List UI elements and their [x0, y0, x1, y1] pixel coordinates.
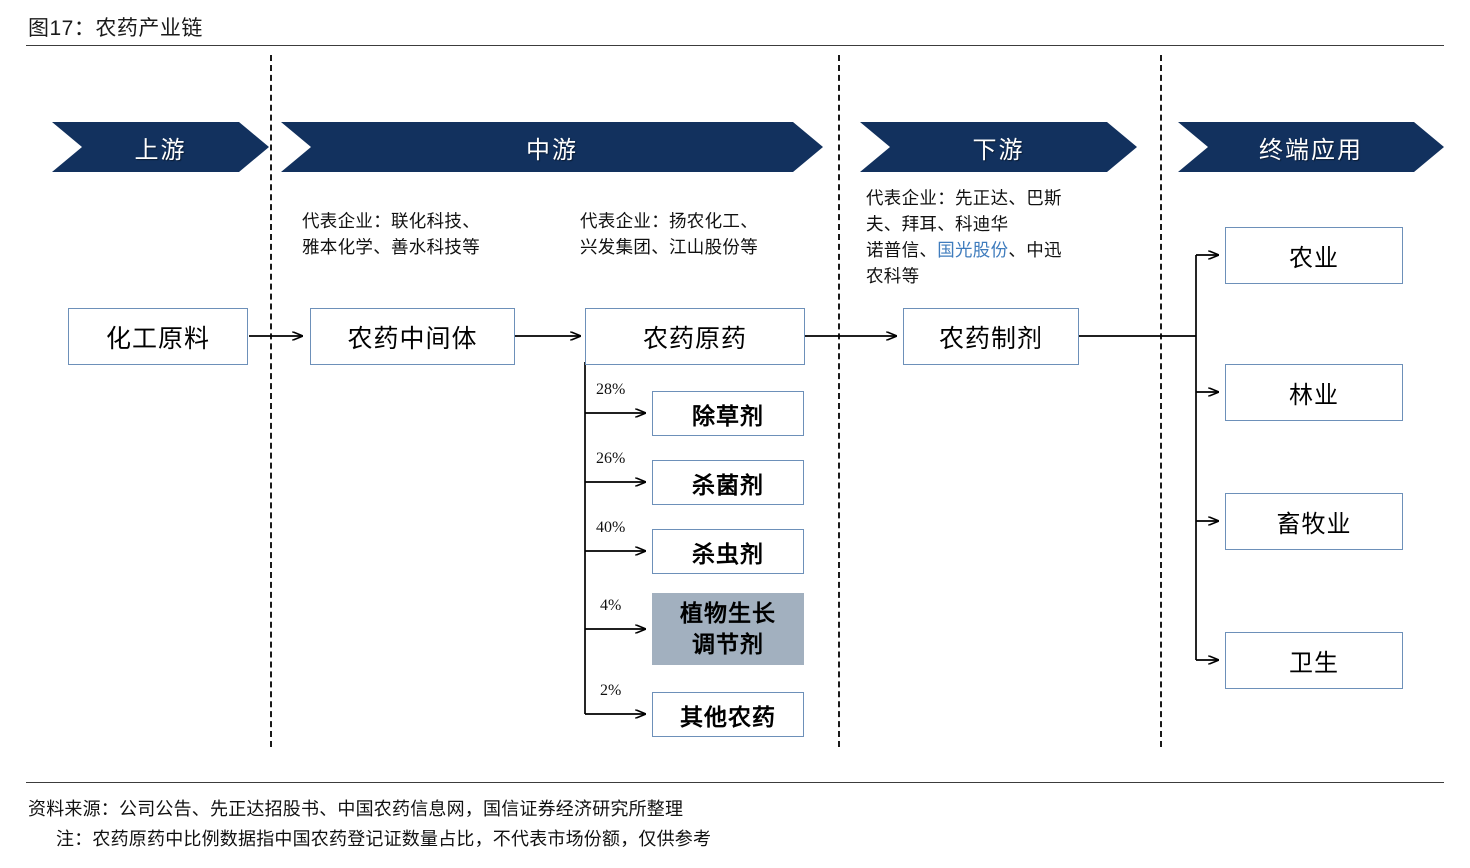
stage-banner-downstream-label: 下游 — [972, 136, 1025, 164]
share-label-insecticide: 40% — [596, 519, 626, 536]
chain-box-intermediate[interactable]: 农药中间体 — [310, 308, 515, 365]
application-box-sanitation[interactable]: 卫生 — [1225, 632, 1403, 689]
pesticide-box-insecticide-label: 杀虫剂 — [692, 540, 764, 567]
note-formulation-line-3-pre: 诺普信、 — [866, 240, 938, 260]
note-intermediate-companies: 代表企业：联化科技、 雅本化学、善水科技等 — [302, 208, 552, 260]
footer-source: 资料来源：公司公告、先正达招股书、中国农药信息网，国信证券经济研究所整理 — [28, 799, 684, 819]
application-box-forestry-label: 林业 — [1289, 382, 1339, 409]
chain-box-raw-material[interactable]: 化工原料 — [68, 308, 248, 365]
page-title: 图17：农药产业链 — [28, 17, 203, 40]
application-box-livestock[interactable]: 畜牧业 — [1225, 493, 1403, 550]
chain-box-raw-material-label: 化工原料 — [105, 324, 210, 353]
pesticide-box-other[interactable]: 其他农药 — [652, 692, 804, 737]
note-formulation-highlight-company: 国光股份 — [937, 240, 1009, 260]
note-intermediate-line-1: 代表企业：联化科技、 — [302, 211, 480, 231]
application-box-forestry[interactable]: 林业 — [1225, 364, 1403, 421]
footer-note: 注：农药原药中比例数据指中国农药登记证数量占比，不代表市场份额，仅供参考 — [56, 829, 712, 849]
footer-divider-rule — [26, 782, 1444, 783]
pesticide-box-fungicide[interactable]: 杀菌剂 — [652, 460, 804, 505]
note-formulation-companies: 代表企业：先正达、巴斯 夫、拜耳、科迪华 诺普信、国光股份、中迅 农科等 — [866, 185, 1136, 289]
pesticide-box-herbicide[interactable]: 除草剂 — [652, 391, 804, 436]
note-formulation-line-3: 诺普信、国光股份、中迅 — [866, 237, 1136, 263]
note-technical-companies: 代表企业：扬农化工、 兴发集团、江山股份等 — [580, 208, 830, 260]
pesticide-box-insecticide[interactable]: 杀虫剂 — [652, 529, 804, 574]
application-box-sanitation-label: 卫生 — [1289, 650, 1339, 677]
chain-box-formulation[interactable]: 农药制剂 — [903, 308, 1079, 365]
pesticide-box-growth-regulator[interactable]: 植物生长 调节剂 — [652, 593, 804, 665]
stage-banner-enduse: 终端应用 — [1178, 122, 1444, 172]
stage-banner-upstream-label: 上游 — [134, 136, 187, 164]
pesticide-box-other-label: 其他农药 — [680, 703, 776, 730]
application-box-agriculture-label: 农业 — [1289, 245, 1339, 272]
stage-banner-downstream: 下游 — [860, 122, 1137, 172]
chain-box-intermediate-label: 农药中间体 — [347, 324, 478, 353]
stage-banner-enduse-label: 终端应用 — [1259, 136, 1363, 164]
stage-banner-midstream-label: 中游 — [526, 136, 578, 164]
stage-banner-midstream: 中游 — [281, 122, 823, 172]
share-label-other: 2% — [600, 682, 622, 699]
note-technical-line-2: 兴发集团、江山股份等 — [580, 237, 758, 257]
chain-box-technical[interactable]: 农药原药 — [585, 308, 805, 365]
share-label-herbicide: 28% — [596, 381, 626, 398]
note-formulation-line-4: 农科等 — [866, 266, 920, 286]
title-divider-rule — [26, 45, 1444, 46]
chain-box-formulation-label: 农药制剂 — [938, 324, 1043, 353]
pesticide-box-fungicide-label: 杀菌剂 — [692, 471, 764, 498]
stage-divider-2 — [838, 55, 840, 747]
note-formulation-line-2: 夫、拜耳、科迪华 — [866, 214, 1009, 234]
share-label-growth-regulator: 4% — [600, 597, 622, 614]
note-formulation-line-1: 代表企业：先正达、巴斯 — [866, 188, 1062, 208]
note-technical-line-1: 代表企业：扬农化工、 — [580, 211, 758, 231]
stage-divider-3 — [1160, 55, 1162, 747]
application-box-agriculture[interactable]: 农业 — [1225, 227, 1403, 284]
pesticide-box-growth-regulator-label: 植物生长 调节剂 — [680, 600, 776, 657]
application-box-livestock-label: 畜牧业 — [1276, 511, 1352, 538]
note-formulation-line-3-post: 、中迅 — [1008, 240, 1062, 260]
stage-divider-1 — [270, 55, 272, 747]
note-intermediate-line-2: 雅本化学、善水科技等 — [302, 237, 480, 257]
pesticide-box-herbicide-label: 除草剂 — [692, 402, 764, 429]
chain-box-technical-label: 农药原药 — [642, 324, 747, 353]
stage-banner-upstream: 上游 — [52, 122, 269, 172]
share-label-fungicide: 26% — [596, 450, 626, 467]
